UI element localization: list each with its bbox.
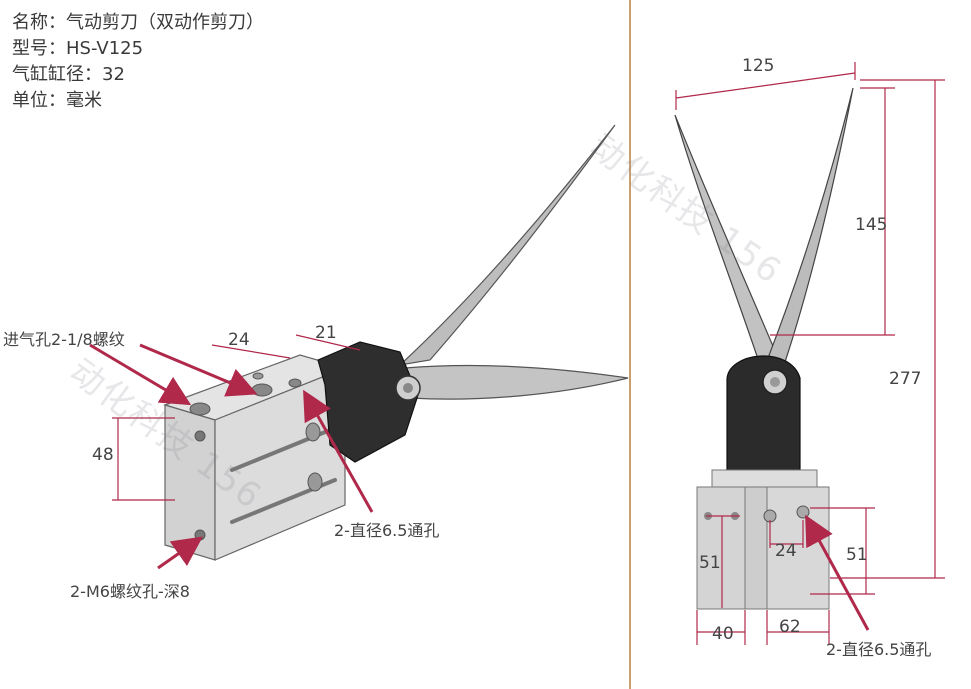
dim-line-40 <box>696 610 746 645</box>
right-body-mid <box>744 486 768 610</box>
dim-62: 62 <box>779 617 801 637</box>
dim-24-right: 24 <box>775 541 797 561</box>
arrow-inlet-a <box>89 343 192 406</box>
pivot-bolt-center <box>403 383 413 393</box>
top-hole-4 <box>252 372 264 380</box>
dim-line-145 <box>770 87 895 336</box>
right-blade-right <box>767 87 854 363</box>
right-front-view <box>674 62 945 645</box>
spec-name: 名称：气动剪刀（双动作剪刀） <box>12 12 264 33</box>
right-pivot-center <box>770 377 780 387</box>
dim-line-24 <box>211 344 291 359</box>
label-through-hole-right: 2-直径6.5通孔 <box>826 640 932 659</box>
dim-277: 277 <box>889 369 922 389</box>
dim-51-right: 51 <box>846 545 868 565</box>
arrow-inlet-b <box>139 343 258 397</box>
dim-40: 40 <box>712 624 734 644</box>
front-hole-upper <box>194 430 206 442</box>
spec-model: 型号：HS-V125 <box>12 38 144 59</box>
arrow-right-through-hole <box>805 514 870 631</box>
right-black-arm <box>726 355 801 479</box>
dim-line-48 <box>112 417 175 501</box>
right-hole-4 <box>796 505 810 519</box>
side-hole-lower <box>307 472 323 492</box>
dim-line-51-right <box>810 507 875 595</box>
right-body-left <box>696 486 746 610</box>
spec-block: 名称：气动剪刀（双动作剪刀） 型号：HS-V125 气缸缸径：32 单位：毫米 <box>12 10 264 114</box>
dim-51-left: 51 <box>699 553 721 573</box>
dim-24-left: 24 <box>228 330 250 350</box>
arrow-through-hole <box>303 389 374 513</box>
spec-bore: 气缸缸径：32 <box>12 64 125 85</box>
label-through-hole-left: 2-直径6.5通孔 <box>334 521 440 540</box>
dim-line-51-left <box>706 515 740 608</box>
dim-145: 145 <box>855 215 888 235</box>
top-hole-2 <box>251 383 273 397</box>
dim-48: 48 <box>92 445 114 465</box>
spec-unit: 单位：毫米 <box>12 90 102 111</box>
front-hole-lower <box>194 529 206 541</box>
dim-line-24-right <box>769 520 804 548</box>
upper-blade <box>398 124 616 366</box>
top-hole-3 <box>288 378 302 388</box>
dim-125: 125 <box>742 56 775 76</box>
dim-line-21 <box>295 334 361 351</box>
side-hole-upper <box>305 422 321 442</box>
dim-21: 21 <box>315 323 337 343</box>
label-inlet: 进气孔2-1/8螺纹 <box>3 330 125 349</box>
left-isometric-view <box>89 124 629 570</box>
dim-line-62 <box>766 610 830 645</box>
lower-blade <box>404 365 629 400</box>
label-thread-hole: 2-M6螺纹孔-深8 <box>70 582 190 601</box>
top-hole-1 <box>189 402 211 416</box>
dim-line-277 <box>830 79 945 579</box>
dim-line-125 <box>675 62 856 110</box>
arrow-thread-hole <box>157 536 203 570</box>
